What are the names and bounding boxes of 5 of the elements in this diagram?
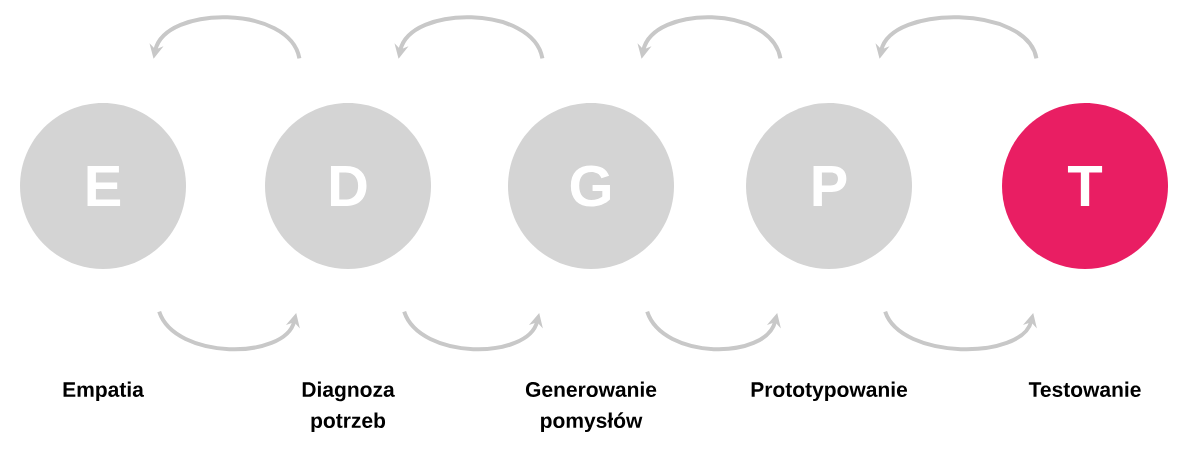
step-label: Empatia [63,381,144,402]
step-label: Testowanie [1028,381,1141,397]
step-label: Generowanie pomysłów [525,381,657,433]
step-label: Diagnoza potrzeb [302,381,395,433]
step-label: Prototypowanie [751,381,908,402]
